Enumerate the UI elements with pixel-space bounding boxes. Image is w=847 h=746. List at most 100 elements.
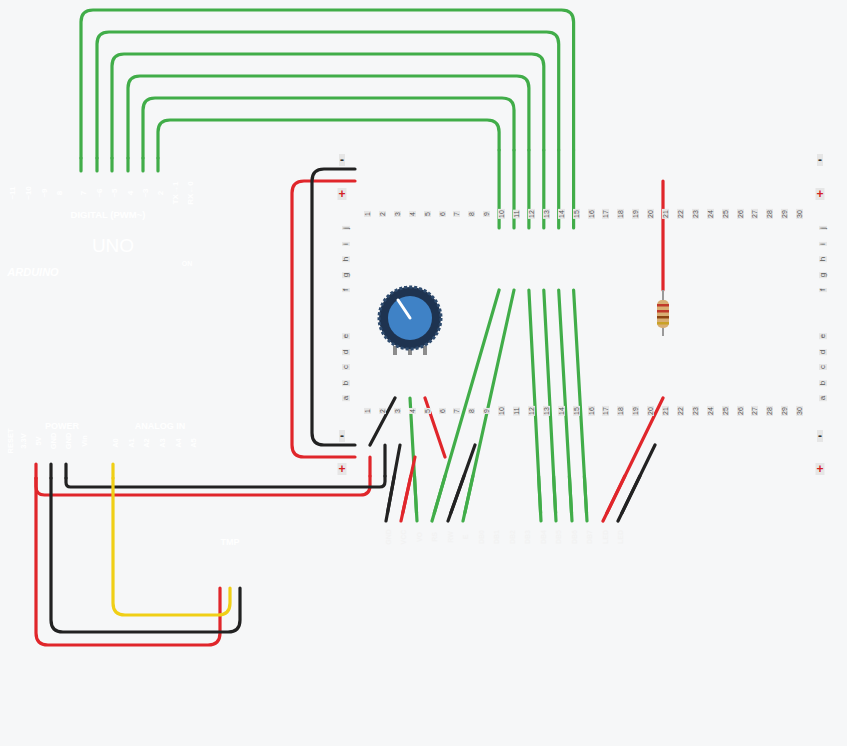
label-holder: - bbox=[339, 427, 345, 443]
breadboard-label: 4 bbox=[409, 211, 416, 217]
label-holder: 1 bbox=[357, 211, 373, 217]
sensor-body bbox=[212, 513, 248, 588]
breadboard-label: 11 bbox=[513, 406, 520, 415]
label-holder: ~3 bbox=[135, 188, 151, 197]
lcd-module-body bbox=[345, 513, 828, 730]
lcd-pin bbox=[383, 518, 390, 525]
board-label: ~3 bbox=[142, 188, 150, 197]
label-holder: 8 bbox=[49, 191, 65, 195]
label-holder: 26 bbox=[730, 406, 746, 416]
breadboard-label: 5 bbox=[424, 211, 431, 217]
header-pin bbox=[127, 462, 131, 466]
breadboard-label: 23 bbox=[692, 406, 699, 416]
breadboard-label: 15 bbox=[573, 209, 580, 219]
breadboard-label: a bbox=[819, 395, 827, 401]
label-holder: 4 bbox=[402, 211, 418, 217]
label-holder: VO bbox=[409, 532, 425, 542]
pin-label: DB3 bbox=[524, 530, 531, 544]
rail-divider bbox=[329, 424, 833, 427]
breadboard-label: 27 bbox=[751, 209, 758, 219]
label-holder: 12 bbox=[521, 209, 537, 219]
board-label: ~9 bbox=[41, 188, 49, 197]
jumper-wire bbox=[403, 476, 411, 513]
arduino-logo bbox=[6, 234, 28, 256]
label-holder: + bbox=[815, 460, 824, 476]
label-holder: 2 bbox=[372, 408, 388, 414]
header-pin bbox=[189, 462, 193, 466]
header-pin bbox=[0, 169, 193, 466]
label-holder: A4 bbox=[168, 438, 184, 448]
label-holder: ~11 bbox=[2, 186, 18, 199]
pin-label: RS bbox=[431, 532, 438, 542]
rail-line bbox=[352, 467, 810, 469]
breadboard-outline bbox=[329, 151, 833, 475]
resistor-symbol bbox=[662, 290, 664, 336]
breadboard-holes bbox=[358, 220, 805, 298]
rail-line bbox=[352, 191, 810, 193]
pin-label: DB5 bbox=[555, 530, 562, 544]
label-holder: 3 bbox=[387, 408, 403, 414]
breadboard-label: 13 bbox=[543, 406, 550, 416]
label-holder: c bbox=[335, 364, 351, 370]
label-holder: UNO bbox=[92, 236, 134, 255]
label-holder: ANALOG IN bbox=[135, 416, 186, 432]
mounting-hole bbox=[350, 518, 822, 725]
label-holder: 9 bbox=[476, 408, 492, 414]
label-holder: ~5 bbox=[104, 188, 120, 197]
breadboard-label: 22 bbox=[677, 406, 684, 416]
label-holder: j bbox=[812, 226, 828, 230]
pin-header bbox=[106, 456, 198, 472]
header-pin bbox=[142, 462, 146, 466]
chip-mark bbox=[179, 369, 185, 375]
jumper-wire bbox=[451, 476, 464, 513]
header-pin bbox=[79, 169, 83, 173]
header-pin bbox=[6, 462, 10, 466]
label-holder: e bbox=[812, 333, 828, 339]
label-holder: i bbox=[812, 242, 828, 246]
breadboard-label: 9 bbox=[483, 408, 490, 414]
label-holder: 9 bbox=[476, 211, 492, 217]
breadboard-label: 11 bbox=[513, 209, 520, 218]
label-holder: 22 bbox=[670, 406, 686, 416]
breadboard-label: 2 bbox=[379, 408, 386, 414]
model-badge bbox=[79, 232, 147, 258]
breadboard-label: + bbox=[337, 188, 346, 200]
header-pin bbox=[110, 169, 114, 173]
board-label: TX→1 bbox=[172, 182, 180, 205]
resistor-symbol bbox=[657, 290, 669, 336]
lcd-pin bbox=[429, 518, 436, 525]
label-holder: f bbox=[335, 288, 351, 292]
power-led bbox=[157, 258, 174, 264]
breadboard-label: 3 bbox=[394, 211, 401, 217]
label-holder: A1 bbox=[121, 438, 137, 448]
potentiometer bbox=[379, 287, 441, 349]
label-holder: 6 bbox=[432, 211, 448, 217]
lcd-screen bbox=[388, 573, 786, 670]
breadboard-label: 2 bbox=[379, 211, 386, 217]
lcd-pin bbox=[398, 518, 405, 525]
rail-holes bbox=[348, 163, 798, 187]
breadboard-label: g bbox=[819, 271, 827, 277]
breadboard-label: - bbox=[339, 430, 345, 442]
label-holder: 2 bbox=[372, 211, 388, 217]
breadboard-label: 28 bbox=[766, 406, 773, 416]
breadboard-label: 29 bbox=[781, 406, 788, 416]
arduino-board-body bbox=[0, 158, 218, 478]
board-outline bbox=[0, 158, 218, 478]
breadboard-label: d bbox=[819, 348, 827, 354]
label-holder: g bbox=[812, 271, 828, 277]
jumper-wire bbox=[97, 32, 559, 158]
microcontroller-chip bbox=[0, 352, 195, 392]
label-holder: 8 bbox=[461, 408, 477, 414]
jumper-wire bbox=[81, 10, 574, 158]
label-holder: 7 bbox=[73, 191, 89, 195]
lcd-pin bbox=[522, 518, 529, 525]
breadboard-label: f bbox=[342, 288, 350, 292]
breadboard-label: 25 bbox=[722, 209, 729, 219]
resistor-symbol bbox=[657, 300, 669, 328]
jumper-wire bbox=[434, 476, 445, 513]
label-holder: TX→1 bbox=[165, 182, 181, 205]
breadboard-label: 24 bbox=[707, 209, 714, 219]
jumper-wire bbox=[539, 476, 541, 513]
breadboard-label: d bbox=[342, 348, 350, 354]
